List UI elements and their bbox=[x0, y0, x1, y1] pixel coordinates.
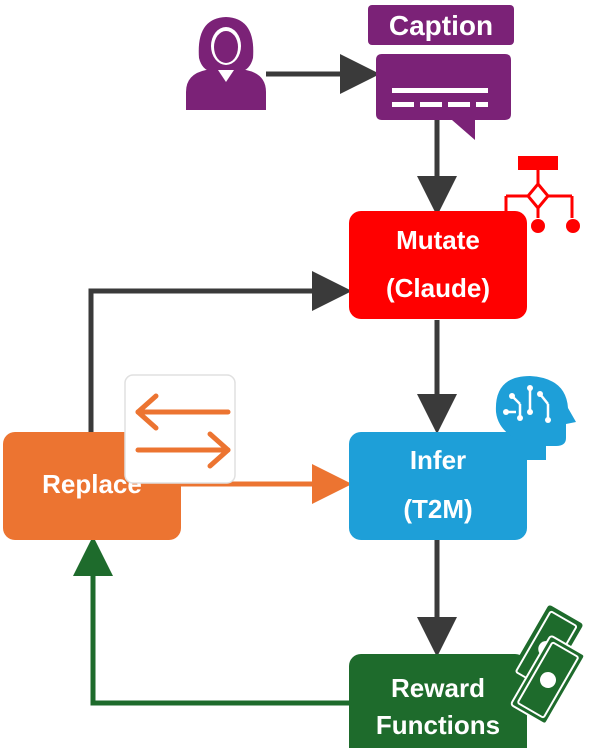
swap-arrows-icon bbox=[124, 374, 236, 484]
caption-node: Caption bbox=[368, 5, 514, 140]
mutate-node: Mutate (Claude) bbox=[349, 211, 527, 319]
speech-bubble-icon bbox=[376, 54, 511, 140]
arrow-replace-to-mutate bbox=[88, 271, 352, 432]
infer-label-line2: (T2M) bbox=[403, 494, 472, 524]
hierarchy-icon bbox=[504, 156, 580, 233]
reward-label-line1: Reward bbox=[391, 673, 485, 703]
infer-box bbox=[349, 432, 527, 540]
money-icon bbox=[510, 605, 586, 725]
reward-label-line2: Functions bbox=[376, 710, 500, 740]
user-icon bbox=[186, 17, 266, 110]
reward-node: Reward Functions bbox=[349, 654, 527, 748]
infer-node: Infer (T2M) bbox=[349, 432, 527, 540]
arrow-reward-to-replace bbox=[73, 536, 350, 706]
mutate-label-line1: Mutate bbox=[396, 225, 480, 255]
infer-label-line1: Infer bbox=[410, 445, 466, 475]
mutate-label-line2: (Claude) bbox=[386, 273, 490, 303]
ai-head-icon bbox=[495, 376, 576, 460]
mutate-box bbox=[349, 211, 527, 319]
caption-label: Caption bbox=[389, 10, 493, 41]
reward-box bbox=[349, 654, 527, 748]
caption-label-box bbox=[368, 5, 514, 45]
